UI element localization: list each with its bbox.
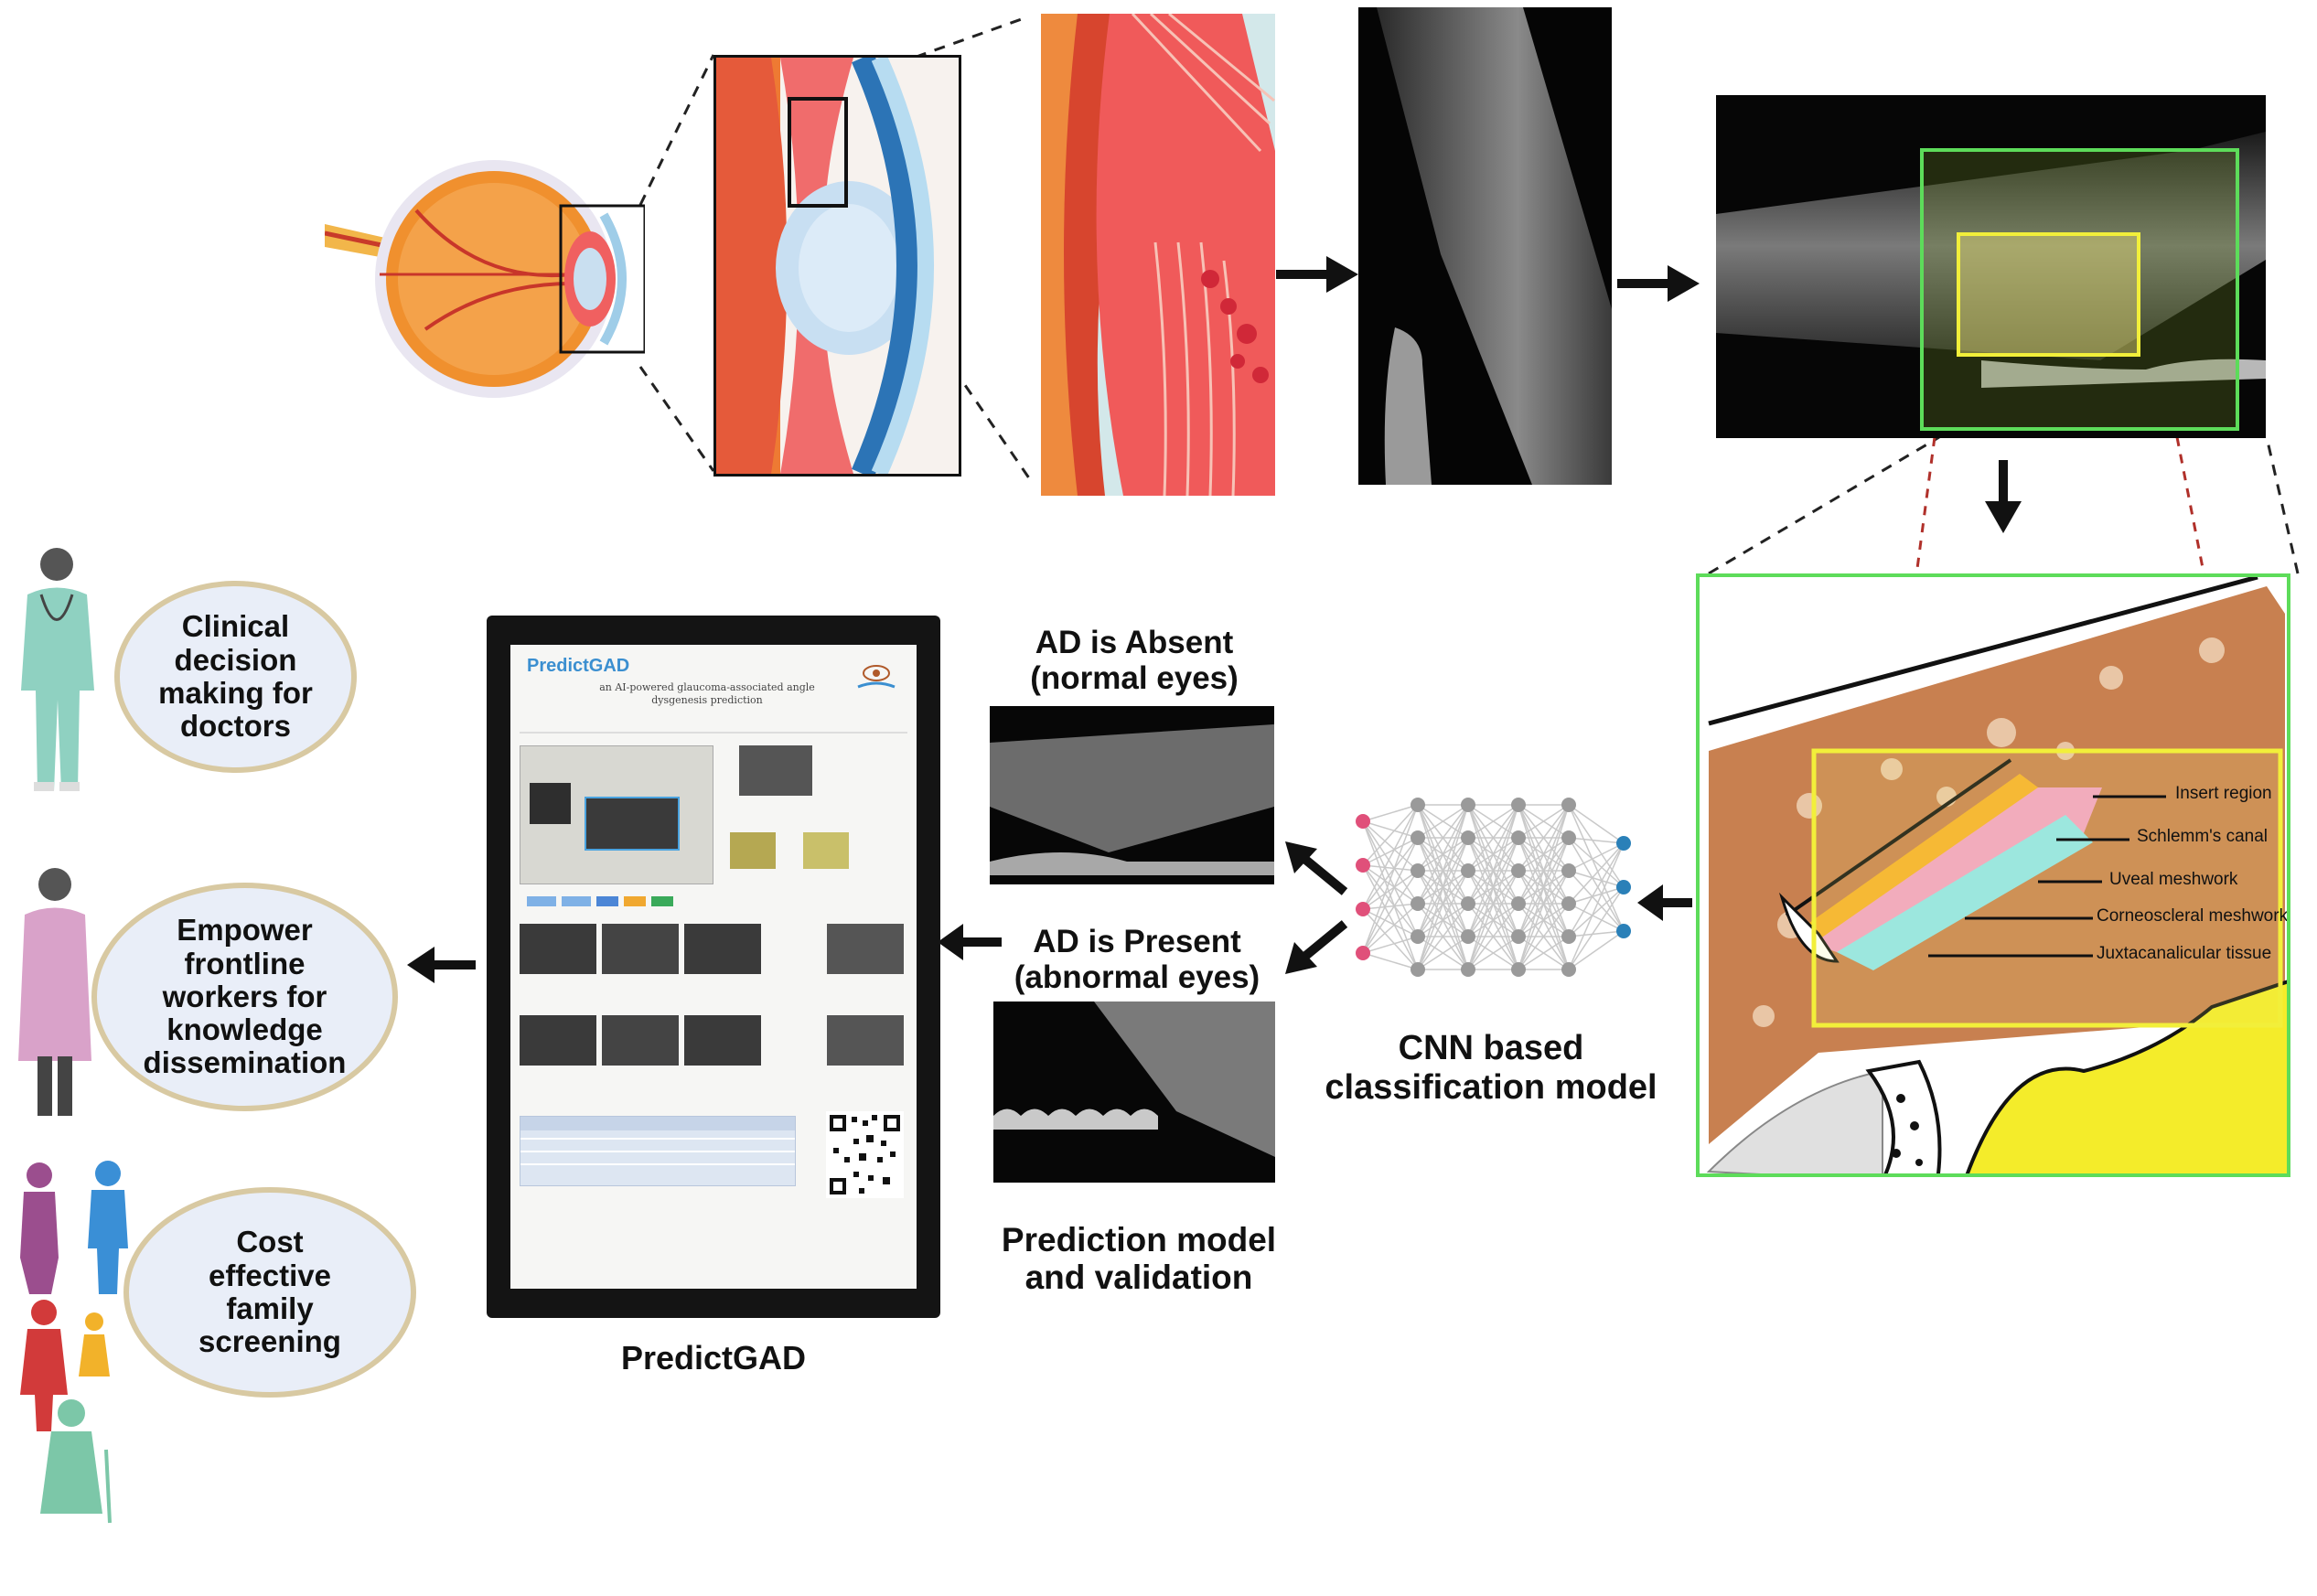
oct-raw-image bbox=[1358, 7, 1612, 485]
anno-corneoscleral-meshwork: Corneoscleral meshwork bbox=[2097, 906, 2289, 926]
nn-node bbox=[1461, 962, 1475, 977]
qr-code-icon[interactable] bbox=[826, 1111, 904, 1198]
ad-present-label: AD is Present (abnormal eyes) bbox=[1014, 924, 1260, 996]
empower-bubble: Empower frontline workers for knowledge … bbox=[91, 883, 398, 1111]
cnn-network-icon bbox=[1356, 798, 1631, 977]
arrow-icon bbox=[1985, 460, 2022, 533]
anno-insert-region: Insert region bbox=[2175, 784, 2272, 803]
app-button[interactable] bbox=[562, 896, 591, 906]
nn-node bbox=[1461, 929, 1475, 944]
nn-node bbox=[1411, 830, 1425, 845]
nn-node bbox=[1356, 946, 1370, 960]
nn-node bbox=[1511, 830, 1526, 845]
anno-uveal-meshwork: Uveal meshwork bbox=[2109, 870, 2238, 889]
anterior-segment-zoom bbox=[713, 55, 961, 477]
predictgad-device: PredictGAD an AI-powered glaucoma-associ… bbox=[487, 616, 940, 1318]
nn-node bbox=[1356, 814, 1370, 829]
nn-node bbox=[1616, 880, 1631, 894]
app-button-row bbox=[527, 896, 673, 906]
angle-region-zoom bbox=[1041, 14, 1275, 496]
arrow-icon bbox=[1285, 841, 1348, 895]
oct-abnormal-image bbox=[993, 1002, 1275, 1183]
nn-node bbox=[1511, 929, 1526, 944]
predictgad-label: PredictGAD bbox=[620, 1339, 807, 1376]
empower-text: Empower frontline workers for knowledge … bbox=[143, 913, 347, 1080]
nn-node bbox=[1461, 896, 1475, 911]
nn-node bbox=[1411, 962, 1425, 977]
prediction-label: Prediction model and validation bbox=[1001, 1221, 1277, 1297]
nn-node bbox=[1461, 798, 1475, 812]
nn-node bbox=[1356, 858, 1370, 873]
app-step3-image bbox=[803, 832, 849, 869]
nn-node bbox=[1561, 962, 1576, 977]
app-results-table bbox=[520, 1116, 796, 1186]
nn-node bbox=[1411, 863, 1425, 878]
app-button[interactable] bbox=[527, 896, 556, 906]
nn-node bbox=[1411, 929, 1425, 944]
app-thumbnail-row-2 bbox=[520, 1015, 761, 1066]
nn-node bbox=[1511, 863, 1526, 878]
anno-juxtacanalicular-tissue: Juxtacanalicular tissue bbox=[2097, 944, 2272, 963]
app-logo: PredictGAD bbox=[527, 656, 630, 676]
nn-node bbox=[1461, 830, 1475, 845]
nn-node bbox=[1356, 902, 1370, 916]
arrow-icon bbox=[1617, 265, 1700, 302]
cost-bubble: Cost effective family screening bbox=[123, 1187, 416, 1398]
nn-node bbox=[1561, 929, 1576, 944]
cnn-label: CNN based classification model bbox=[1325, 1029, 1657, 1107]
app-button[interactable] bbox=[596, 896, 618, 906]
nn-node bbox=[1411, 896, 1425, 911]
app-upload-panel[interactable] bbox=[520, 745, 713, 884]
nn-node bbox=[1511, 798, 1526, 812]
oct-normal-image bbox=[990, 706, 1274, 884]
arrow-icon bbox=[1276, 256, 1358, 293]
nn-node bbox=[1616, 836, 1631, 851]
app-subtitle: an AI-powered glaucoma-associated angle … bbox=[599, 681, 815, 707]
nn-node bbox=[1461, 863, 1475, 878]
arrow-icon bbox=[1637, 884, 1692, 921]
clinical-text: Clinical decision making for doctors bbox=[158, 609, 313, 744]
app-button[interactable] bbox=[651, 896, 673, 906]
anno-schlemms-canal: Schlemm's canal bbox=[2137, 827, 2269, 846]
family-group-icon bbox=[20, 1161, 128, 1524]
app-eye-logo-icon bbox=[857, 665, 896, 689]
cost-text: Cost effective family screening bbox=[198, 1225, 341, 1359]
app-step2-image bbox=[730, 832, 776, 869]
angle-anatomy-drawing: Insert region Schlemm's canal Uveal mesh… bbox=[1696, 573, 2290, 1177]
nn-node bbox=[1561, 830, 1576, 845]
health-worker-person-icon bbox=[18, 868, 91, 1116]
nn-node bbox=[1616, 924, 1631, 938]
arrow-icon bbox=[938, 924, 1002, 960]
predictgad-app-screen: PredictGAD an AI-powered glaucoma-associ… bbox=[510, 645, 917, 1289]
clinical-bubble: Clinical decision making for doctors bbox=[114, 581, 357, 773]
nn-node bbox=[1511, 962, 1526, 977]
nn-node bbox=[1511, 896, 1526, 911]
ad-absent-label: AD is Absent (normal eyes) bbox=[1030, 625, 1239, 697]
eye-anatomy-icon bbox=[325, 160, 645, 398]
arrow-icon bbox=[407, 947, 476, 983]
nn-node bbox=[1561, 798, 1576, 812]
oct-roi-image bbox=[1716, 95, 2266, 438]
arrow-icon bbox=[1285, 920, 1348, 974]
app-button[interactable] bbox=[624, 896, 646, 906]
app-thumbnail-row-1 bbox=[520, 924, 761, 974]
nn-node bbox=[1561, 863, 1576, 878]
app-step1-image bbox=[739, 745, 812, 796]
nn-node bbox=[1411, 798, 1425, 812]
nn-node bbox=[1561, 896, 1576, 911]
doctor-person-icon bbox=[21, 548, 94, 791]
